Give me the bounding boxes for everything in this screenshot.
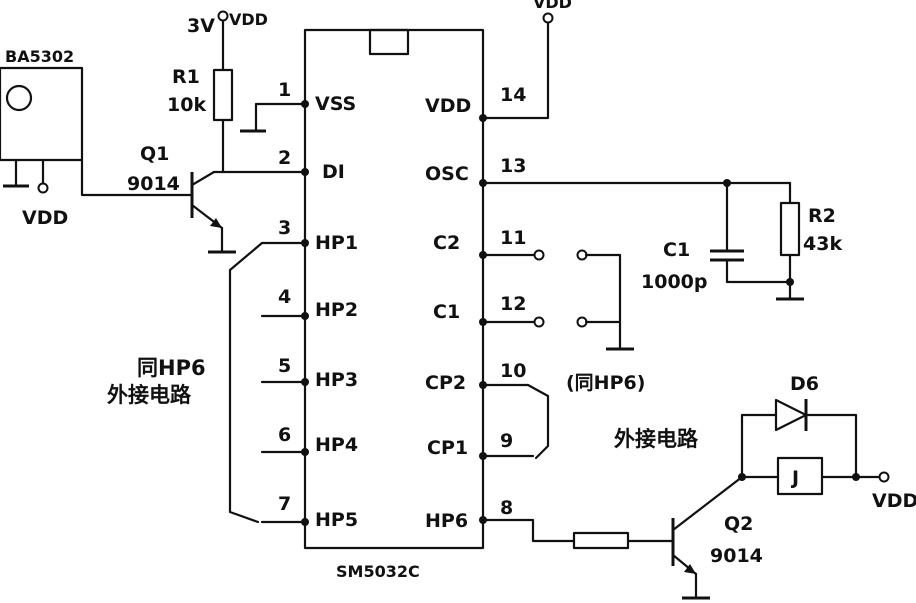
left-note-line2: 外接电路 xyxy=(107,383,192,407)
cp-bracket xyxy=(526,383,550,460)
pin-name-vss: VSS xyxy=(315,93,356,115)
pin-name-hp2: HP2 xyxy=(315,299,358,321)
r2-value: 43k xyxy=(803,233,842,255)
ic-left-pins: 1 2 3 4 5 6 7 xyxy=(212,79,309,526)
supply-vdd-top-right: VDD xyxy=(481,0,572,120)
pin-num-9: 9 xyxy=(500,430,513,452)
ic-right-pins: 14 13 11 12 10 9 8 xyxy=(479,84,536,524)
hp6-output xyxy=(481,518,675,550)
q1-part: 9014 xyxy=(127,173,180,195)
left-note: 同HP6 外接电路 xyxy=(107,356,206,407)
q2-part: 9014 xyxy=(710,545,763,567)
supply-3v-net-label: VDD xyxy=(229,10,268,29)
ic-name: SM5032C xyxy=(336,562,420,581)
relay-and-diode: 外接电路 D6 J VDD xyxy=(614,373,916,512)
pin-num-14: 14 xyxy=(500,84,526,106)
r1-ref: R1 xyxy=(172,66,200,88)
sensor-ba5302: BA5302 VDD xyxy=(0,47,192,229)
pin-name-hp6: HP6 xyxy=(425,510,468,532)
cap-select-terminals: (同HP6) xyxy=(533,249,645,394)
supply-3v-vdd: 3V VDD xyxy=(187,10,268,72)
pin-name-c1: C1 xyxy=(433,301,460,323)
q1-ref: Q1 xyxy=(140,143,169,165)
supply-vdd-right-label: VDD xyxy=(533,0,572,12)
q2-ref: Q2 xyxy=(724,513,753,535)
sensor-vdd-label: VDD xyxy=(22,207,68,229)
sensor-name: BA5302 xyxy=(5,47,74,66)
pin-name-cp2: CP2 xyxy=(425,372,466,394)
pin-num-1: 1 xyxy=(278,79,291,101)
resistor-r1: R1 10k xyxy=(167,66,234,174)
ic-left-pin-names: VSS DI HP1 HP2 HP3 HP4 HP5 xyxy=(315,93,358,531)
supply-3v-label: 3V xyxy=(187,15,215,37)
r2-ref: R2 xyxy=(808,205,836,227)
pin-num-10: 10 xyxy=(500,360,526,382)
pin-num-8: 8 xyxy=(500,497,513,519)
c1-ref: C1 xyxy=(663,239,690,261)
pin-num-6: 6 xyxy=(278,424,291,446)
pin-num-12: 12 xyxy=(500,293,526,315)
pin-name-c2: C2 xyxy=(433,232,460,254)
c1-value: 1000p xyxy=(641,271,707,293)
right-note-external: 外接电路 xyxy=(614,427,699,451)
vss-ground xyxy=(240,102,274,133)
ic-right-pin-names: VDD OSC C2 C1 CP2 CP1 HP6 xyxy=(425,95,471,532)
pin-name-di: DI xyxy=(322,161,345,183)
pin-num-2: 2 xyxy=(278,147,291,169)
pin-name-vdd: VDD xyxy=(425,95,471,117)
pin-num-11: 11 xyxy=(500,227,526,249)
right-note-same: (同HP6) xyxy=(566,372,645,394)
transistor-q2: Q2 9014 xyxy=(671,475,763,600)
pin-num-7: 7 xyxy=(278,493,291,515)
pin-name-osc: OSC xyxy=(425,163,469,185)
pin-name-cp1: CP1 xyxy=(427,437,468,459)
pin-name-hp4: HP4 xyxy=(315,434,358,456)
pin-num-5: 5 xyxy=(278,355,291,377)
left-bracket xyxy=(228,241,264,524)
transistor-q1: Q1 9014 xyxy=(127,143,236,254)
out-vdd-label: VDD xyxy=(872,490,916,512)
pin-num-3: 3 xyxy=(278,217,291,239)
r1-value: 10k xyxy=(167,94,206,116)
osc-network: C1 1000p R2 43k xyxy=(481,179,842,301)
pin-name-hp3: HP3 xyxy=(315,369,358,391)
left-note-line1: 同HP6 xyxy=(137,356,206,380)
relay-ref: J xyxy=(790,467,799,489)
pin-name-hp5: HP5 xyxy=(315,509,358,531)
ic-sm5032c: SM5032C xyxy=(303,28,485,581)
d6-ref: D6 xyxy=(790,373,819,395)
pin-num-13: 13 xyxy=(500,155,526,177)
pin-num-4: 4 xyxy=(278,286,291,308)
pin-name-hp1: HP1 xyxy=(315,232,358,254)
